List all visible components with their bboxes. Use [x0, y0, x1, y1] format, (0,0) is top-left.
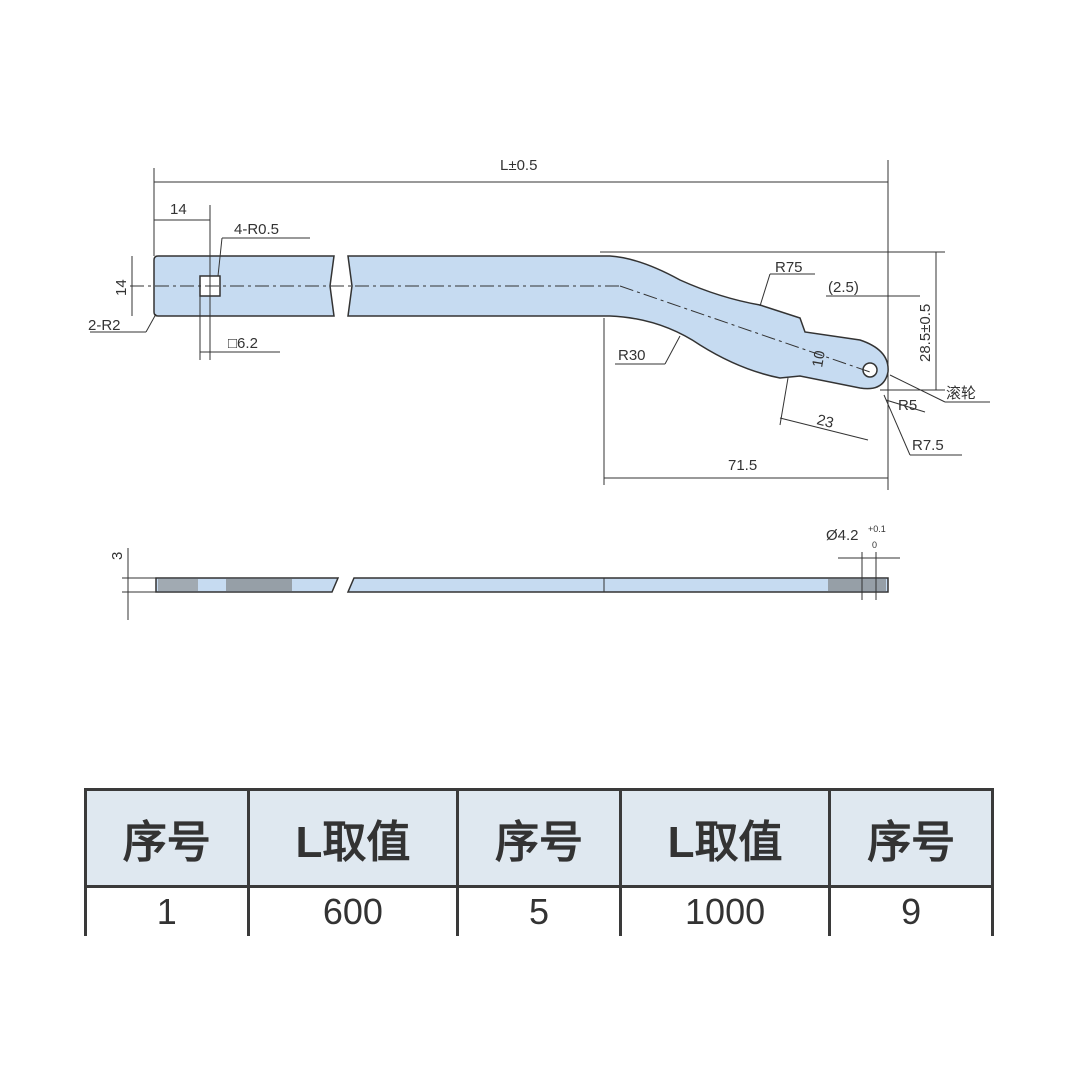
header-cell: 序号: [456, 788, 622, 888]
header-cell: 序号: [828, 788, 994, 888]
table-cell: 1000: [618, 885, 832, 936]
dim-length: L±0.5: [500, 157, 537, 174]
header-cell: L取值: [618, 788, 832, 888]
dim-2-5: (2.5): [828, 279, 859, 296]
dim-end-radius: 2-R2: [88, 317, 121, 334]
table-cell: 600: [246, 885, 460, 936]
table-cell: 9: [828, 885, 994, 936]
dim-10: 10: [809, 349, 829, 368]
top-view: [90, 160, 990, 490]
dim-square-hole: □6.2: [228, 335, 258, 352]
header-cell: L取值: [246, 788, 460, 888]
hatched-section-mid: [226, 579, 292, 591]
hatched-section-left: [158, 579, 198, 591]
dim-28-5: 28.5±0.5: [917, 304, 934, 362]
dim-thickness: 3: [109, 552, 126, 560]
dim-r5: R5: [898, 397, 917, 414]
dim-14-top: 14: [170, 201, 187, 218]
dim-hole-tol-upper: +0.1: [868, 524, 886, 534]
table-cell: 5: [456, 885, 622, 936]
dim-hole-tol-lower: 0: [872, 540, 877, 550]
dim-r7-5: R7.5: [912, 437, 944, 454]
dim-23: 23: [815, 411, 835, 432]
table-row: 1 600 5 1000 9: [84, 885, 994, 936]
dim-14-side: 14: [113, 279, 130, 296]
side-bar-right: [346, 577, 889, 593]
dim-roller: 滚轮: [946, 385, 976, 402]
bar-right-segment: [347, 255, 889, 390]
dim-r30: R30: [618, 347, 646, 364]
dim-hole-dia: Ø4.2: [826, 527, 859, 544]
dim-corner-radius: 4-R0.5: [234, 221, 279, 238]
dim-71-5: 71.5: [728, 457, 757, 474]
dim-r75: R75: [775, 259, 803, 276]
table-cell: 1: [84, 885, 250, 936]
header-cell: 序号: [84, 788, 250, 888]
table-header-row: 序号 L取值 序号 L取值 序号: [84, 788, 994, 888]
length-table: 序号 L取值 序号 L取值 序号 1 600 5 1000 9: [84, 788, 994, 936]
side-view: [122, 548, 900, 620]
hatched-section-right: [828, 579, 886, 591]
